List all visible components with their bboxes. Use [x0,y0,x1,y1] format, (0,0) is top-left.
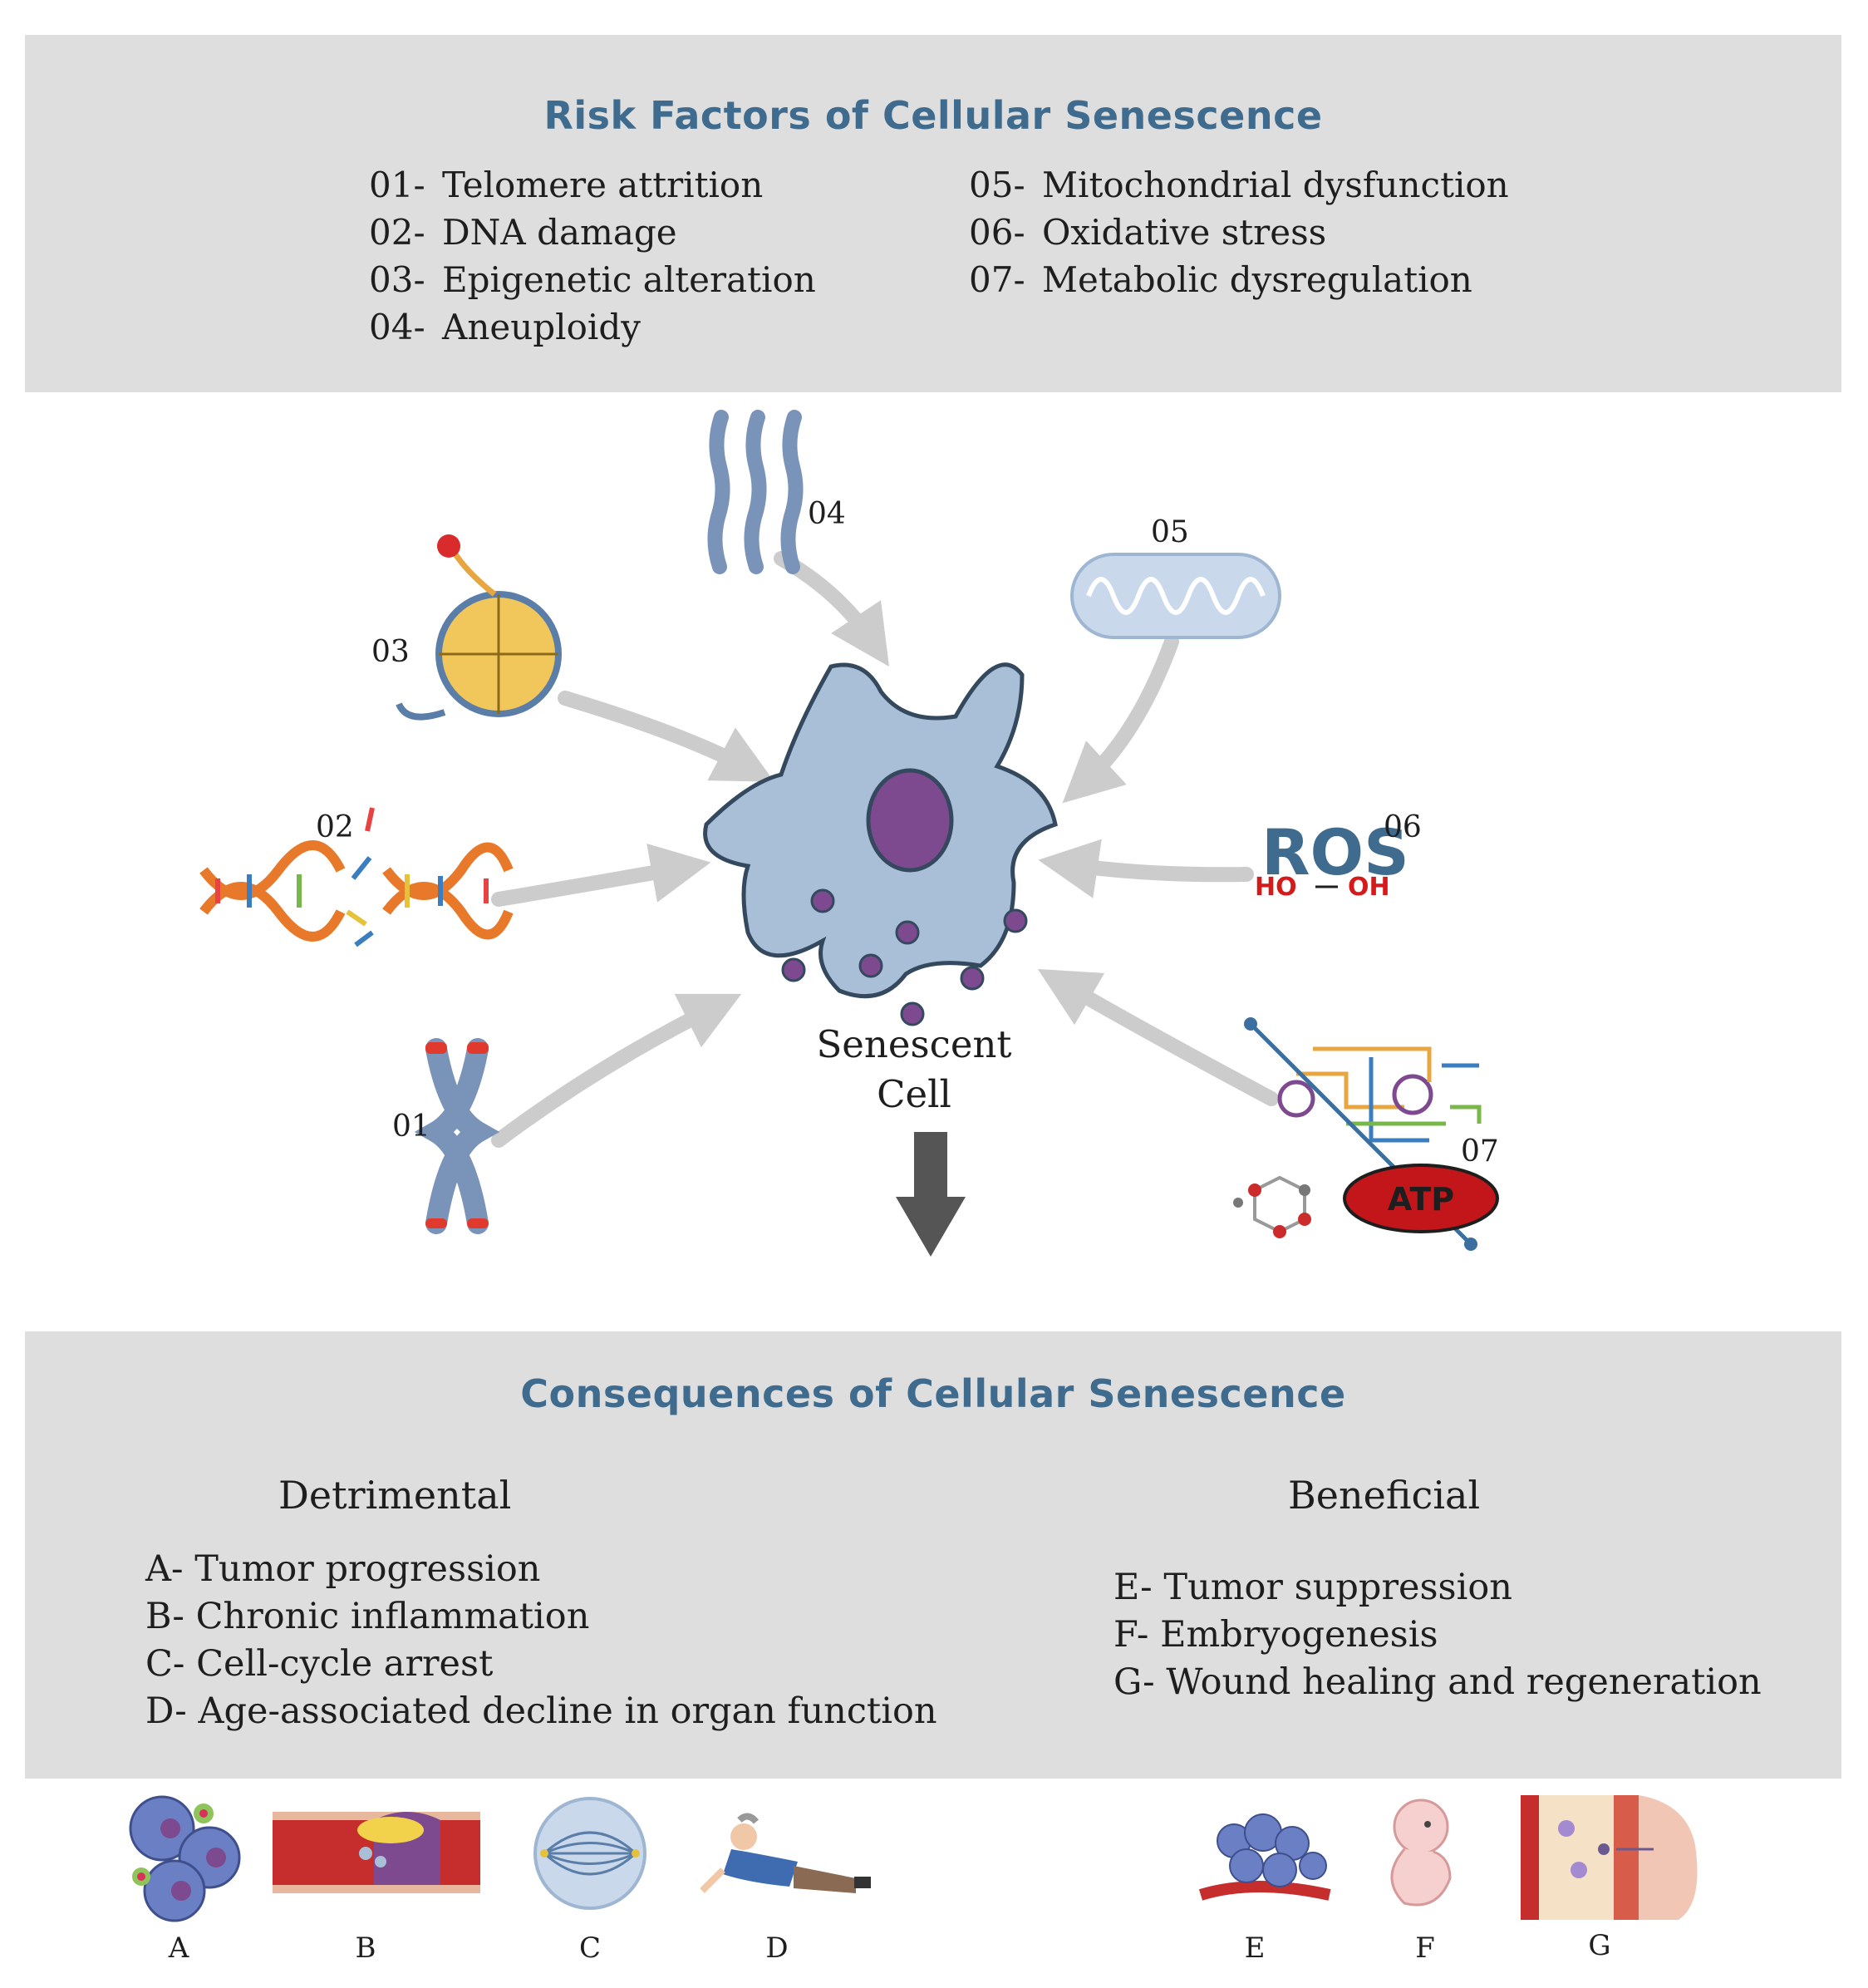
risk-factors-left-list: 01-Telomere attrition 02-DNA damage 03-E… [369,161,816,351]
beneficial-item-f: F- Embryogenesis [1113,1614,1438,1656]
wound-healing-icon [1521,1795,1698,1920]
detrimental-item-a: A- Tumor progression [145,1548,541,1590]
marker-01: 01 [392,1110,430,1144]
marker-05: 05 [1151,515,1189,549]
tumor-cluster-icon [1198,1813,1331,1901]
risk-item-06: 06-Oxidative stress [969,212,1327,253]
thumb-label-g: G [1588,1929,1610,1962]
marker-07: 07 [1461,1134,1499,1169]
marker-04: 04 [808,497,846,531]
atp-badge: ATP [1343,1164,1499,1233]
ros-ho: HO [1255,873,1297,902]
consequence-thumbnails: A B C D E [129,1795,1698,1965]
atp-text: ATP [1388,1181,1454,1218]
risk-item-07: 07-Metabolic dysregulation [969,259,1472,300]
arrow-02 [491,843,711,907]
risk-factors-right-list: 05-Mitochondrial dysfunction 06-Oxidativ… [969,161,1509,303]
thumb-label-b: B [356,1931,376,1965]
risk-item-04: 04-Aneuploidy [369,307,641,347]
thumb-label-d: D [765,1931,788,1965]
senescent-label-line1: Senescent [816,1022,1011,1066]
risk-factors-title: Risk Factors of Cellular Senescence [543,93,1323,138]
arrow-01 [491,993,742,1148]
beneficial-item-g: G- Wound healing and regeneration [1113,1661,1762,1703]
detrimental-item-c: C- Cell-cycle arrest [145,1643,494,1685]
risk-arrows [491,551,1279,1148]
dna-damage-icon [199,807,514,947]
arrow-05 [1062,634,1179,804]
detrimental-heading: Detrimental [278,1473,512,1518]
detrimental-item-b: B- Chronic inflammation [145,1596,590,1637]
mitotic-spindle-icon [533,1797,646,1910]
thumb-label-a: A [168,1931,189,1965]
thumb-label-c: C [579,1931,601,1965]
tumor-cells-icon [129,1795,241,1922]
arrow-06 [1038,839,1254,898]
mitochondrion-icon [1070,553,1281,639]
senescence-diagram: Senescent Cell 04 05 03 ROS 06 HO OH [199,410,1499,1257]
risk-item-03: 03-Epigenetic alteration [369,259,816,300]
arrow-03 [558,691,774,782]
detrimental-item-d: D- Age-associated decline in organ funct… [145,1690,937,1732]
marker-02: 02 [316,810,354,844]
thumb-label-e: E [1245,1931,1266,1965]
marker-06: 06 [1384,810,1422,844]
cell-nucleus [866,768,954,873]
aneuploidy-chromosomes-icon [707,410,804,574]
risk-factors-panel: Risk Factors of Cellular Senescence 01-T… [25,35,1841,392]
arrow-07 [1037,968,1279,1106]
epigenetic-nucleosome-icon [396,534,562,721]
risk-item-05: 05-Mitochondrial dysfunction [969,165,1509,205]
beneficial-item-e: E- Tumor suppression [1113,1567,1512,1608]
senescent-cell-icon [703,662,1058,1026]
telomere-chromosome-icon [414,1038,500,1234]
glucose-molecule-icon [1233,1175,1311,1238]
detrimental-list: A- Tumor progression B- Chronic inflamma… [145,1546,937,1735]
consequences-panel: Consequences of Cellular Senescence Detr… [25,1331,1841,1779]
fallen-elderly-person-icon [700,1813,871,1893]
risk-item-02: 02-DNA damage [369,212,677,253]
senescent-label-line2: Cell [877,1072,951,1116]
ros-oh: OH [1348,873,1390,902]
inflamed-vessel-icon [273,1812,480,1893]
down-arrow-icon [896,1132,966,1257]
consequences-title: Consequences of Cellular Senescence [520,1371,1346,1416]
embryo-icon [1390,1799,1452,1907]
ros-text: ROS [1261,815,1409,889]
risk-item-01: 01-Telomere attrition [369,165,764,205]
marker-03: 03 [371,635,410,669]
beneficial-list: E- Tumor suppression F- Embryogenesis G-… [1113,1564,1762,1706]
thumb-label-f: F [1415,1931,1435,1965]
beneficial-heading: Beneficial [1288,1473,1481,1518]
